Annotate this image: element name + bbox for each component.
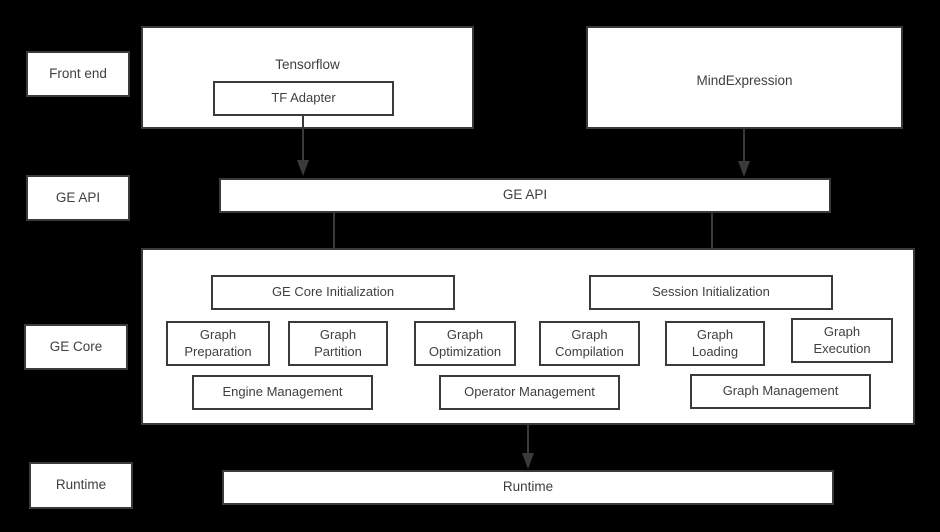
graph-compilation-box: Graph Compilation bbox=[539, 321, 640, 366]
arrow-mindexpression-to-ge-api bbox=[736, 129, 752, 178]
mindexpression-container: MindExpression bbox=[586, 26, 903, 129]
session-initialization-box: Session Initialization bbox=[589, 275, 833, 310]
ge-core-initialization-box: GE Core Initialization bbox=[211, 275, 455, 310]
mindexpression-title: MindExpression bbox=[696, 73, 793, 88]
graph-partition-box: Graph Partition bbox=[288, 321, 388, 366]
ge-api-bar: GE API bbox=[219, 178, 831, 213]
runtime-bar: Runtime bbox=[222, 470, 834, 505]
graph-preparation-box: Graph Preparation bbox=[166, 321, 270, 366]
graph-execution-box: Graph Execution bbox=[791, 318, 893, 363]
layer-label-ge-api: GE API bbox=[26, 175, 130, 221]
layer-label-runtime: Runtime bbox=[29, 462, 133, 509]
arrow-tf-adapter-to-ge-api bbox=[295, 116, 311, 178]
graph-optimization-box: Graph Optimization bbox=[414, 321, 516, 366]
layer-label-front-end: Front end bbox=[26, 51, 130, 97]
engine-management-box: Engine Management bbox=[192, 375, 373, 410]
tf-adapter-box: TF Adapter bbox=[213, 81, 394, 116]
arrow-ge-core-to-runtime bbox=[520, 425, 536, 471]
layer-label-ge-core: GE Core bbox=[24, 324, 128, 370]
graph-loading-box: Graph Loading bbox=[665, 321, 765, 366]
operator-management-box: Operator Management bbox=[439, 375, 620, 410]
graph-management-box: Graph Management bbox=[690, 374, 871, 409]
tensorflow-title: Tensorflow bbox=[275, 57, 340, 72]
